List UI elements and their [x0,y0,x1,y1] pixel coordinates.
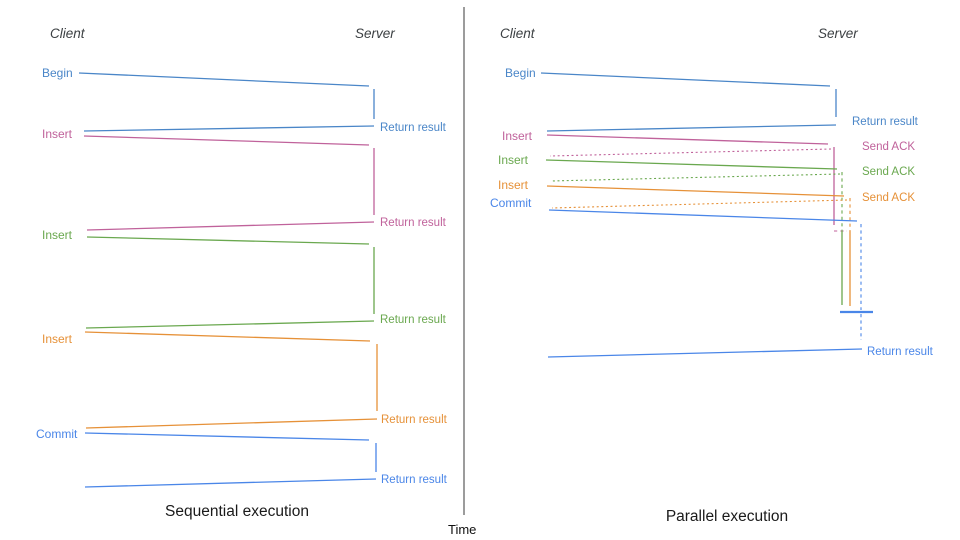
seq-insert2-response-label: Return result [380,314,447,326]
par-insert1-label: Insert [502,129,533,143]
par-client-label: Client [500,26,536,41]
seq-insert1-response-label: Return result [380,217,447,229]
seq-insert2-label: Insert [42,228,73,242]
seq-title: Sequential execution [165,503,309,520]
par-insert2-request-arrow [545,159,838,170]
seq-commit-return-arrow [84,478,377,488]
seq-commit-request-arrow [84,432,370,441]
par-commit-return-arrow [547,348,863,358]
seq-commit-response-label: Return result [381,474,448,486]
seq-insert3-return-arrow [85,418,378,429]
seq-insert3-response-label: Return result [381,414,448,426]
par-insert1-ack-label: Send ACK [862,141,915,153]
par-begin-return-arrow [546,124,837,132]
par-insert3-ack-label: Send ACK [862,192,915,204]
par-insert2-ack-label: Send ACK [862,166,915,178]
par-commit-response-label: Return result [867,346,934,358]
par-insert1-ack-arrow [549,148,832,157]
seq-insert2-request-arrow [86,236,370,245]
par-insert3-label: Insert [498,178,529,192]
par-insert2-ack-arrow [550,173,841,182]
par-server-label: Server [818,26,858,41]
par-insert1-request-arrow [546,134,829,145]
par-title: Parallel execution [666,508,788,525]
par-commit-request-arrow [548,209,858,222]
seq-insert1-request-arrow [83,135,370,146]
seq-begin-label: Begin [42,66,73,80]
par-insert3-ack-arrow [551,199,848,209]
seq-begin-response-label: Return result [380,122,447,134]
par-commit-label: Commit [490,196,532,210]
seq-insert2-return-arrow [85,320,375,329]
par-insert3-request-arrow [546,185,845,197]
seq-insert1-return-arrow [86,221,375,231]
par-insert2-label: Insert [498,153,529,167]
time-axis-label: Time [448,522,476,537]
seq-insert1-label: Insert [42,127,73,141]
par-begin-label: Begin [505,66,536,80]
seq-insert3-label: Insert [42,332,73,346]
seq-begin-return-arrow [83,125,375,132]
seq-commit-label: Commit [36,427,78,441]
seq-insert3-request-arrow [84,331,371,342]
seq-server-label: Server [355,26,395,41]
par-begin-response-label: Return result [852,116,919,128]
seq-begin-request-arrow [78,72,370,87]
par-begin-request-arrow [540,72,831,87]
seq-client-label: Client [50,26,86,41]
